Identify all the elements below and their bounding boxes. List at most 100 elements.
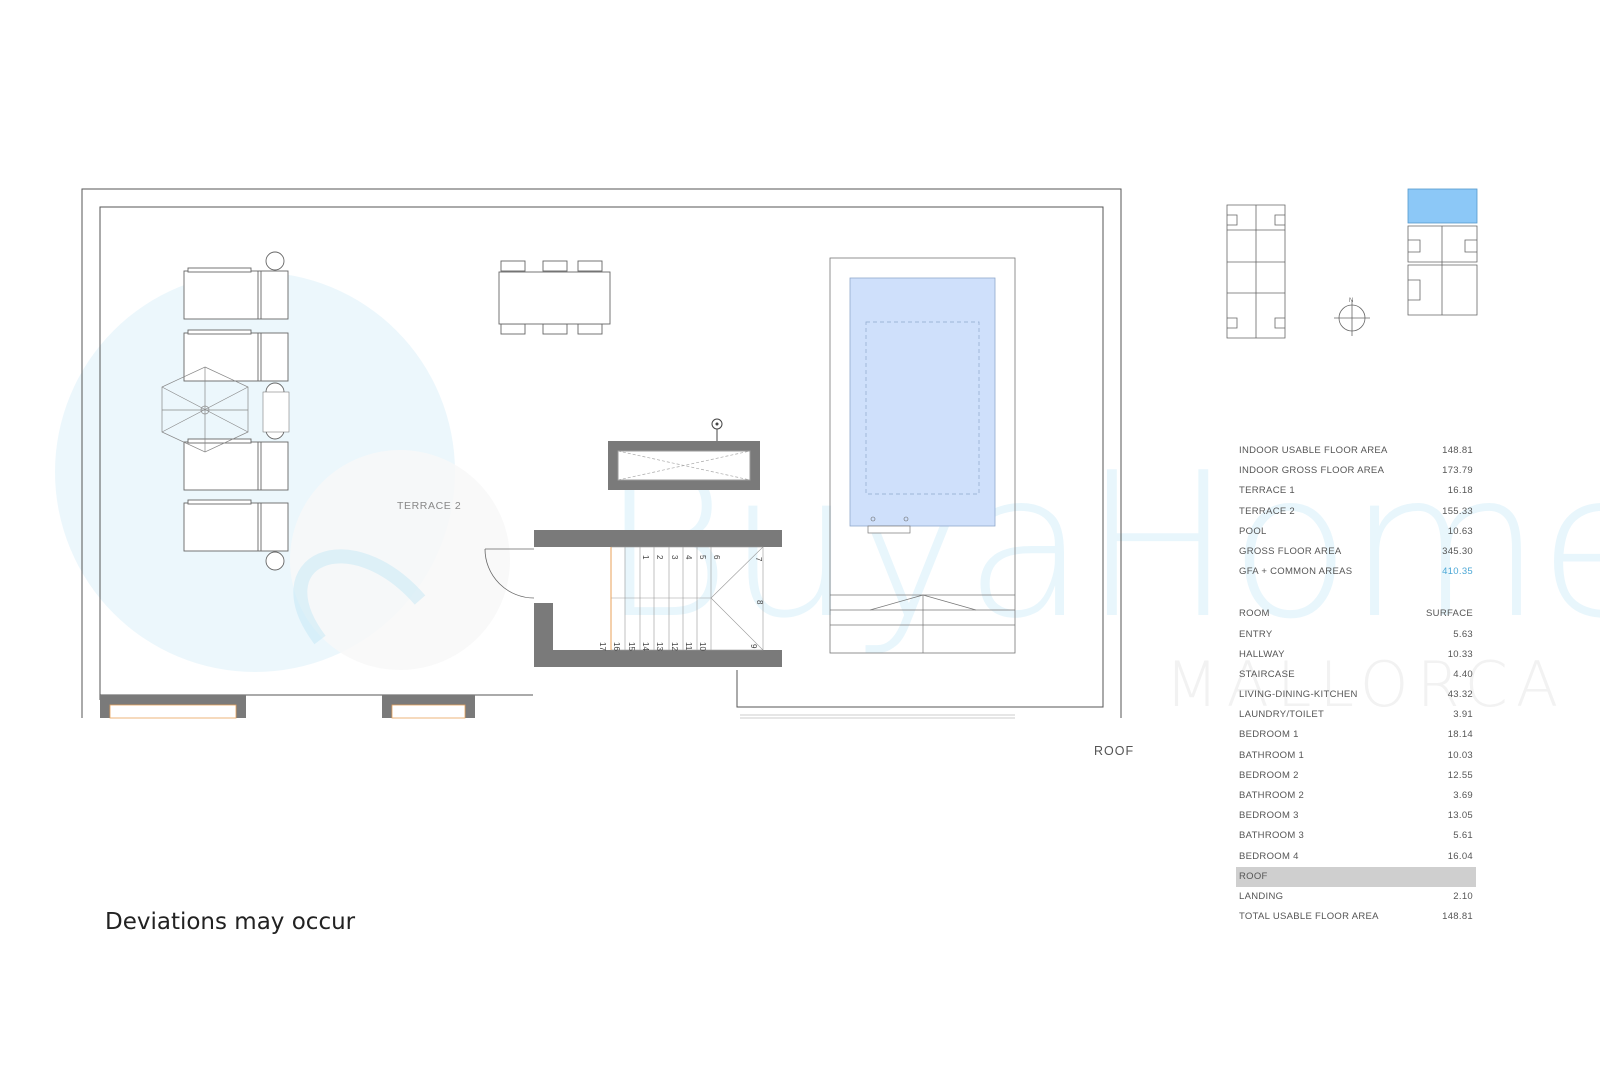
- room-row: BATHROOM 3 5.61: [1236, 826, 1476, 846]
- deviations-note: Deviations may occur: [105, 909, 356, 935]
- summary-label: INDOOR GROSS FLOOR AREA: [1239, 465, 1385, 477]
- step-3: 3: [670, 555, 679, 560]
- step-12: 12: [670, 642, 679, 651]
- room-label: ROOF: [1239, 870, 1268, 882]
- room-value: 10.03: [1447, 749, 1473, 761]
- summary-value: 16.18: [1447, 485, 1473, 497]
- summary-row: POOL 10.63: [1236, 522, 1476, 542]
- room-label: TOTAL USABLE FLOOR AREA: [1239, 911, 1379, 923]
- summary-value: 173.79: [1442, 465, 1473, 477]
- summary-row: GROSS FLOOR AREA 345.30: [1236, 542, 1476, 562]
- step-4: 4: [684, 555, 693, 560]
- rooms-header-surface: SURFACE: [1426, 608, 1473, 620]
- summary-value: 410.35: [1442, 566, 1473, 578]
- summary-label: POOL: [1239, 525, 1267, 537]
- room-value: 2.10: [1453, 890, 1473, 902]
- room-row-highlighted: ROOF: [1236, 866, 1476, 887]
- area-table: INDOOR USABLE FLOOR AREA 148.81 INDOOR GR…: [1236, 441, 1476, 927]
- room-row: HALLWAY 10.33: [1236, 645, 1476, 665]
- door-swing: [484, 548, 535, 599]
- room-label: HALLWAY: [1239, 648, 1285, 660]
- svg-text:N: N: [1349, 298, 1353, 304]
- room-row: TOTAL USABLE FLOOR AREA 148.81: [1236, 907, 1476, 927]
- step-16: 16: [612, 642, 621, 651]
- skylight: [608, 418, 760, 490]
- step-11: 11: [684, 642, 693, 651]
- room-row: BATHROOM 1 10.03: [1236, 746, 1476, 766]
- room-label: LANDING: [1239, 890, 1284, 902]
- room-value: 13.05: [1447, 810, 1473, 822]
- step-13: 13: [655, 642, 664, 651]
- summary-value: 148.81: [1442, 445, 1473, 456]
- summary-label: GROSS FLOOR AREA: [1239, 545, 1342, 557]
- summary-value: 155.33: [1442, 505, 1473, 517]
- room-row: STAIRCASE 4.40: [1236, 665, 1476, 685]
- room-label: BEDROOM 4: [1239, 850, 1299, 862]
- summary-value: 345.30: [1442, 545, 1473, 557]
- step-1: 1: [641, 555, 650, 560]
- step-2: 2: [655, 555, 664, 560]
- room-value: 10.33: [1447, 648, 1473, 660]
- room-value: 16.04: [1447, 850, 1473, 862]
- staircase: 1 2 3 4 5 6 7 8 9 10 11 12 13 14 15 16 1…: [534, 530, 782, 667]
- summary-row: INDOOR GROSS FLOOR AREA 173.79: [1236, 461, 1476, 481]
- summary-label: TERRACE 2: [1239, 505, 1296, 517]
- summary-value: 10.63: [1447, 525, 1473, 537]
- step-15: 15: [627, 642, 636, 651]
- room-label: ENTRY: [1239, 628, 1273, 640]
- step-5: 5: [698, 555, 707, 560]
- room-label: BEDROOM 1: [1239, 729, 1299, 741]
- lower-skylights: [100, 695, 1015, 719]
- parasol: [161, 366, 249, 453]
- room-value: 4.40: [1453, 668, 1473, 680]
- step-6: 6: [712, 555, 721, 560]
- step-14: 14: [641, 642, 650, 651]
- room-label: BATHROOM 3: [1239, 830, 1305, 842]
- room-row: BEDROOM 4 16.04: [1236, 847, 1476, 867]
- summary-label: INDOOR USABLE FLOOR AREA: [1239, 445, 1388, 456]
- step-17: 17: [598, 642, 607, 651]
- room-label: BEDROOM 2: [1239, 769, 1299, 781]
- dining-table: [498, 260, 611, 335]
- room-label: BEDROOM 3: [1239, 810, 1299, 822]
- rooms-header-room: ROOM: [1239, 608, 1270, 620]
- room-value: 5.63: [1453, 628, 1473, 640]
- room-value: 18.14: [1447, 729, 1473, 741]
- summary-label: TERRACE 1: [1239, 485, 1296, 497]
- step-7: 7: [754, 557, 763, 562]
- room-row: BEDROOM 3 13.05: [1236, 806, 1476, 826]
- room-label: LAUNDRY/TOILET: [1239, 709, 1325, 721]
- room-row: BEDROOM 2 12.55: [1236, 766, 1476, 786]
- room-row: BATHROOM 2 3.69: [1236, 786, 1476, 806]
- room-value: 43.32: [1447, 689, 1473, 701]
- terrace-2-label: TERRACE 2: [397, 500, 462, 512]
- room-row: ENTRY 5.63: [1236, 625, 1476, 645]
- room-row: LANDING 2.10: [1236, 887, 1476, 907]
- rooms-header: ROOM SURFACE: [1236, 604, 1476, 624]
- room-label: BATHROOM 2: [1239, 790, 1305, 801]
- key-plan-building-a: [1226, 204, 1286, 339]
- pool: [829, 257, 1016, 654]
- room-row: BEDROOM 1 18.14: [1236, 725, 1476, 745]
- step-8: 8: [755, 600, 764, 605]
- compass-icon: N: [1334, 298, 1370, 336]
- room-label: BATHROOM 1: [1239, 749, 1305, 761]
- room-value: 148.81: [1442, 911, 1473, 923]
- summary-row: TERRACE 1 16.18: [1236, 481, 1476, 501]
- step-10: 10: [698, 642, 707, 651]
- room-label: STAIRCASE: [1239, 668, 1295, 680]
- room-row: LIVING-DINING-KITCHEN 43.32: [1236, 685, 1476, 705]
- key-plan-building-b: [1407, 188, 1478, 316]
- room-label: LIVING-DINING-KITCHEN: [1239, 689, 1358, 701]
- step-9: 9: [749, 644, 758, 649]
- room-value: 3.91: [1453, 709, 1473, 721]
- summary-label: GFA + COMMON AREAS: [1239, 566, 1353, 578]
- summary-row: GFA + COMMON AREAS 410.35: [1236, 562, 1476, 582]
- room-row: LAUNDRY/TOILET 3.91: [1236, 705, 1476, 725]
- room-value: 12.55: [1447, 769, 1473, 781]
- room-value: 5.61: [1453, 830, 1473, 842]
- summary-row: INDOOR USABLE FLOOR AREA 148.81: [1236, 441, 1476, 461]
- room-value: 3.69: [1453, 790, 1473, 801]
- summary-row: TERRACE 2 155.33: [1236, 502, 1476, 522]
